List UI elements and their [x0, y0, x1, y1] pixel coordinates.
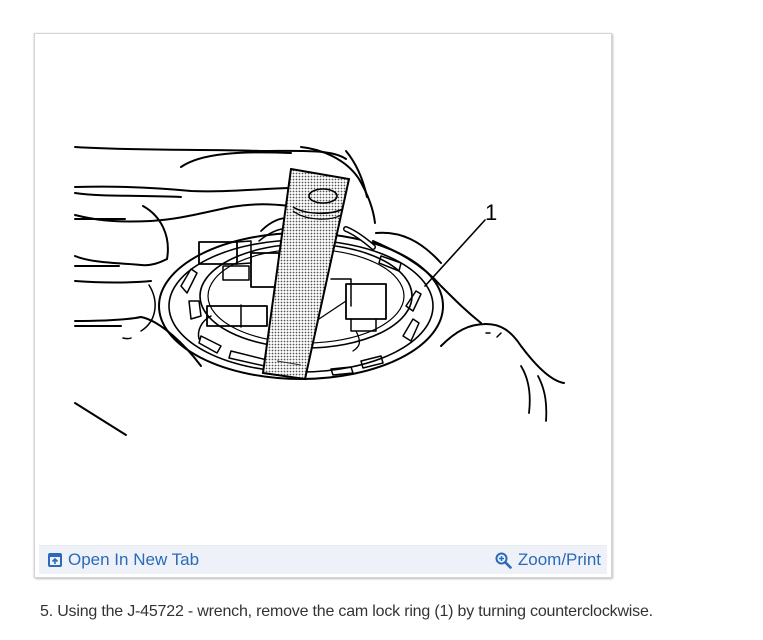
zoom-print-link[interactable]: Zoom/Print — [495, 550, 607, 570]
figure-card: 1 Open In New Tab Zoom/Print — [34, 33, 612, 578]
figure-footer: Open In New Tab Zoom/Print — [39, 545, 607, 574]
open-in-new-tab-link[interactable]: Open In New Tab — [39, 550, 199, 570]
service-illustration: 1 — [39, 38, 607, 548]
step-instruction: 5. Using the J-45722 - wrench, remove th… — [40, 603, 653, 620]
zoom-in-icon — [495, 552, 512, 569]
open-in-new-tab-label: Open In New Tab — [68, 550, 200, 569]
callout-number: 1 — [485, 200, 497, 225]
open-in-new-tab-icon — [48, 553, 62, 567]
zoom-print-label: Zoom/Print — [517, 550, 601, 569]
